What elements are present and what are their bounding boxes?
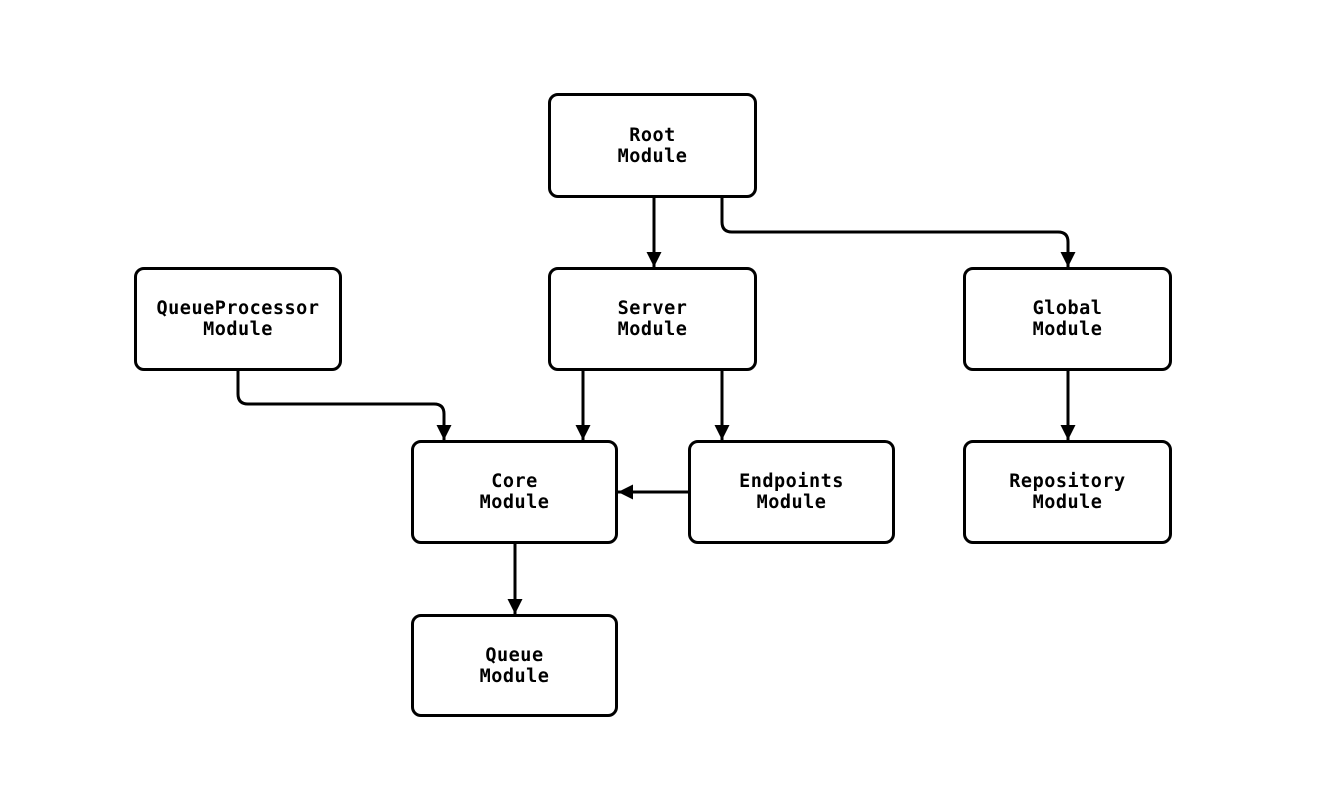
node-global-module: Global Module — [963, 267, 1172, 371]
node-core-module: Core Module — [411, 440, 618, 544]
node-queueprocessor-module-label: QueueProcessor Module — [156, 298, 320, 340]
node-queue-module-label: Queue Module — [479, 644, 550, 687]
node-repository-module-label: Repository Module — [1009, 471, 1126, 513]
node-endpoints-module: Endpoints Module — [688, 440, 895, 544]
node-endpoints-module-label: Endpoints Module — [739, 471, 844, 513]
node-global-module-label: Global Module — [1032, 298, 1103, 340]
node-server-module-label: Server Module — [617, 298, 688, 340]
edge-root-module-to-global-module — [720, 198, 1076, 267]
node-server-module: Server Module — [548, 267, 757, 371]
node-core-module-label: Core Module — [479, 471, 550, 513]
node-queueprocessor-module: QueueProcessor Module — [134, 267, 342, 371]
node-repository-module: Repository Module — [963, 440, 1172, 544]
edge-queueprocessor-module-to-core-module — [236, 371, 452, 440]
node-queue-module: Queue Module — [411, 614, 618, 717]
node-root-module: Root Module — [548, 93, 757, 198]
node-root-module-label: Root Module — [617, 124, 688, 167]
